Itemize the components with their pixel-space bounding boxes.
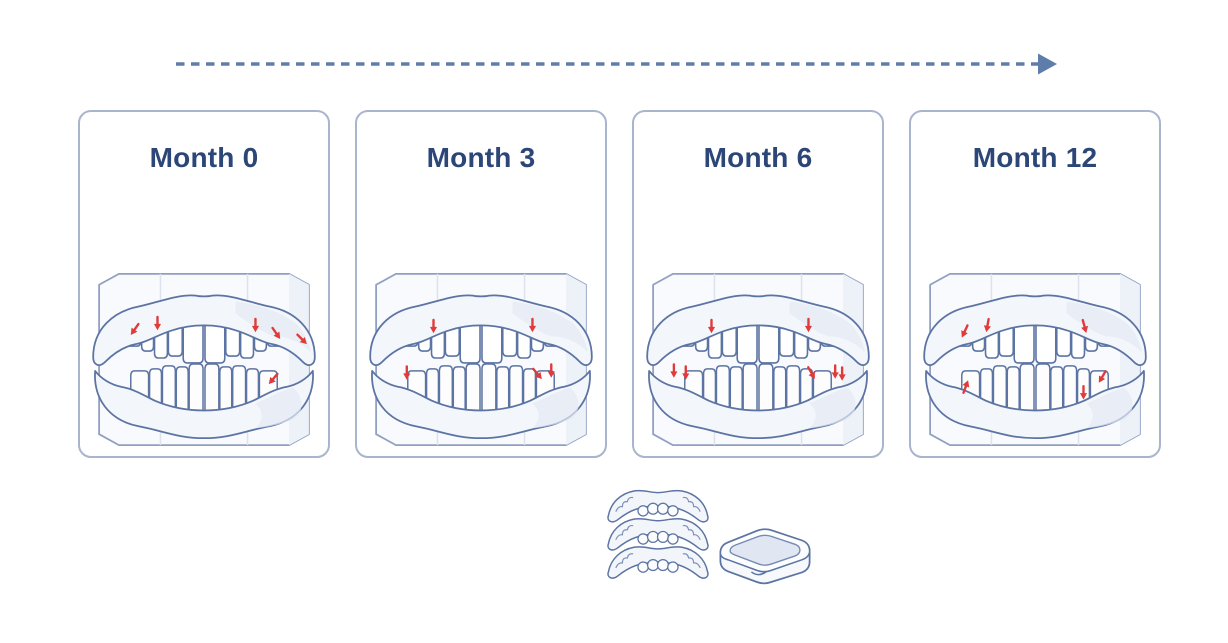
dental-model-illustration — [646, 273, 870, 446]
aligner-case-illustration — [719, 528, 811, 585]
panel-month-6: Month 6 — [632, 110, 884, 458]
movement-arrow-layer — [961, 317, 1107, 400]
panel-title: Month 12 — [972, 142, 1098, 173]
panel-title: Month 6 — [703, 142, 813, 173]
dental-model-illustration — [369, 273, 593, 446]
panel-month-12: Month 12 — [909, 110, 1161, 458]
dental-model-illustration — [923, 273, 1147, 446]
panel-month-0: Month 0 — [78, 110, 330, 458]
panel-title: Month 3 — [426, 142, 536, 173]
movement-arrow-layer — [130, 315, 307, 385]
panel-month-3: Month 3 — [355, 110, 607, 458]
timeline-arrow-icon — [176, 53, 1057, 75]
movement-arrow-layer — [670, 317, 846, 381]
movement-arrow-layer — [403, 317, 555, 380]
panel-title: Month 0 — [149, 142, 259, 173]
dental-model-illustration — [92, 273, 316, 446]
aligner-stack-illustration — [607, 489, 709, 579]
